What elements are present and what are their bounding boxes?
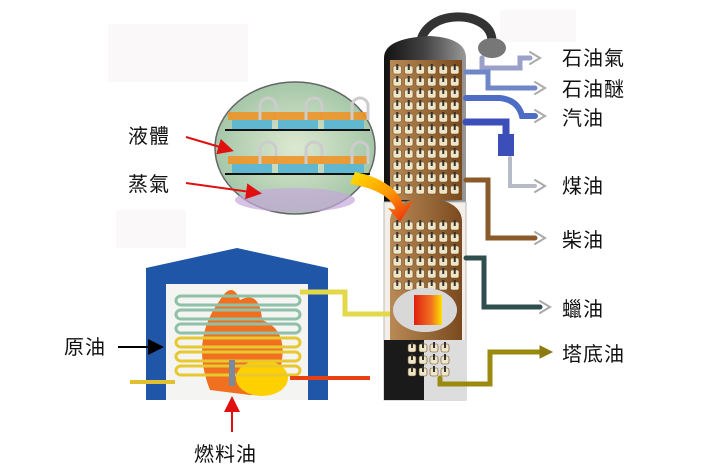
burner [229, 360, 235, 386]
label-fuel-oil: 燃料油 [194, 442, 257, 466]
label-kerosene: 煤油 [562, 174, 604, 198]
heating-coils [174, 294, 302, 377]
label-vapor: 蒸氣 [128, 172, 170, 196]
feed-heating-zone [414, 295, 442, 325]
inset-to-column-arrow [350, 172, 414, 222]
label-petroleum-gas: 石油氣 [562, 46, 625, 70]
label-liquid: 液體 [128, 124, 170, 148]
label-petroleum-ether: 石油醚 [562, 77, 625, 101]
transfer-line [300, 289, 390, 317]
background-patch [116, 210, 186, 248]
condenser [478, 38, 506, 58]
label-wax-oil: 蠟油 [562, 297, 604, 321]
product-pipes [437, 51, 554, 387]
background-patch [500, 10, 576, 42]
label-residue: 塔底油 [562, 342, 625, 366]
tray-detail-inset [214, 81, 376, 215]
label-diesel: 柴油 [562, 228, 604, 252]
background-patch [108, 24, 248, 82]
column-trays-lower [392, 220, 460, 377]
label-crude-oil: 原油 [64, 335, 106, 359]
furnace [130, 248, 390, 400]
distillation-column [383, 12, 506, 401]
vapor-pointer-arrow [185, 182, 262, 200]
liquid-pointer-arrow [185, 136, 234, 155]
label-gasoline: 汽油 [562, 106, 604, 130]
column-trays-upper [392, 64, 460, 195]
